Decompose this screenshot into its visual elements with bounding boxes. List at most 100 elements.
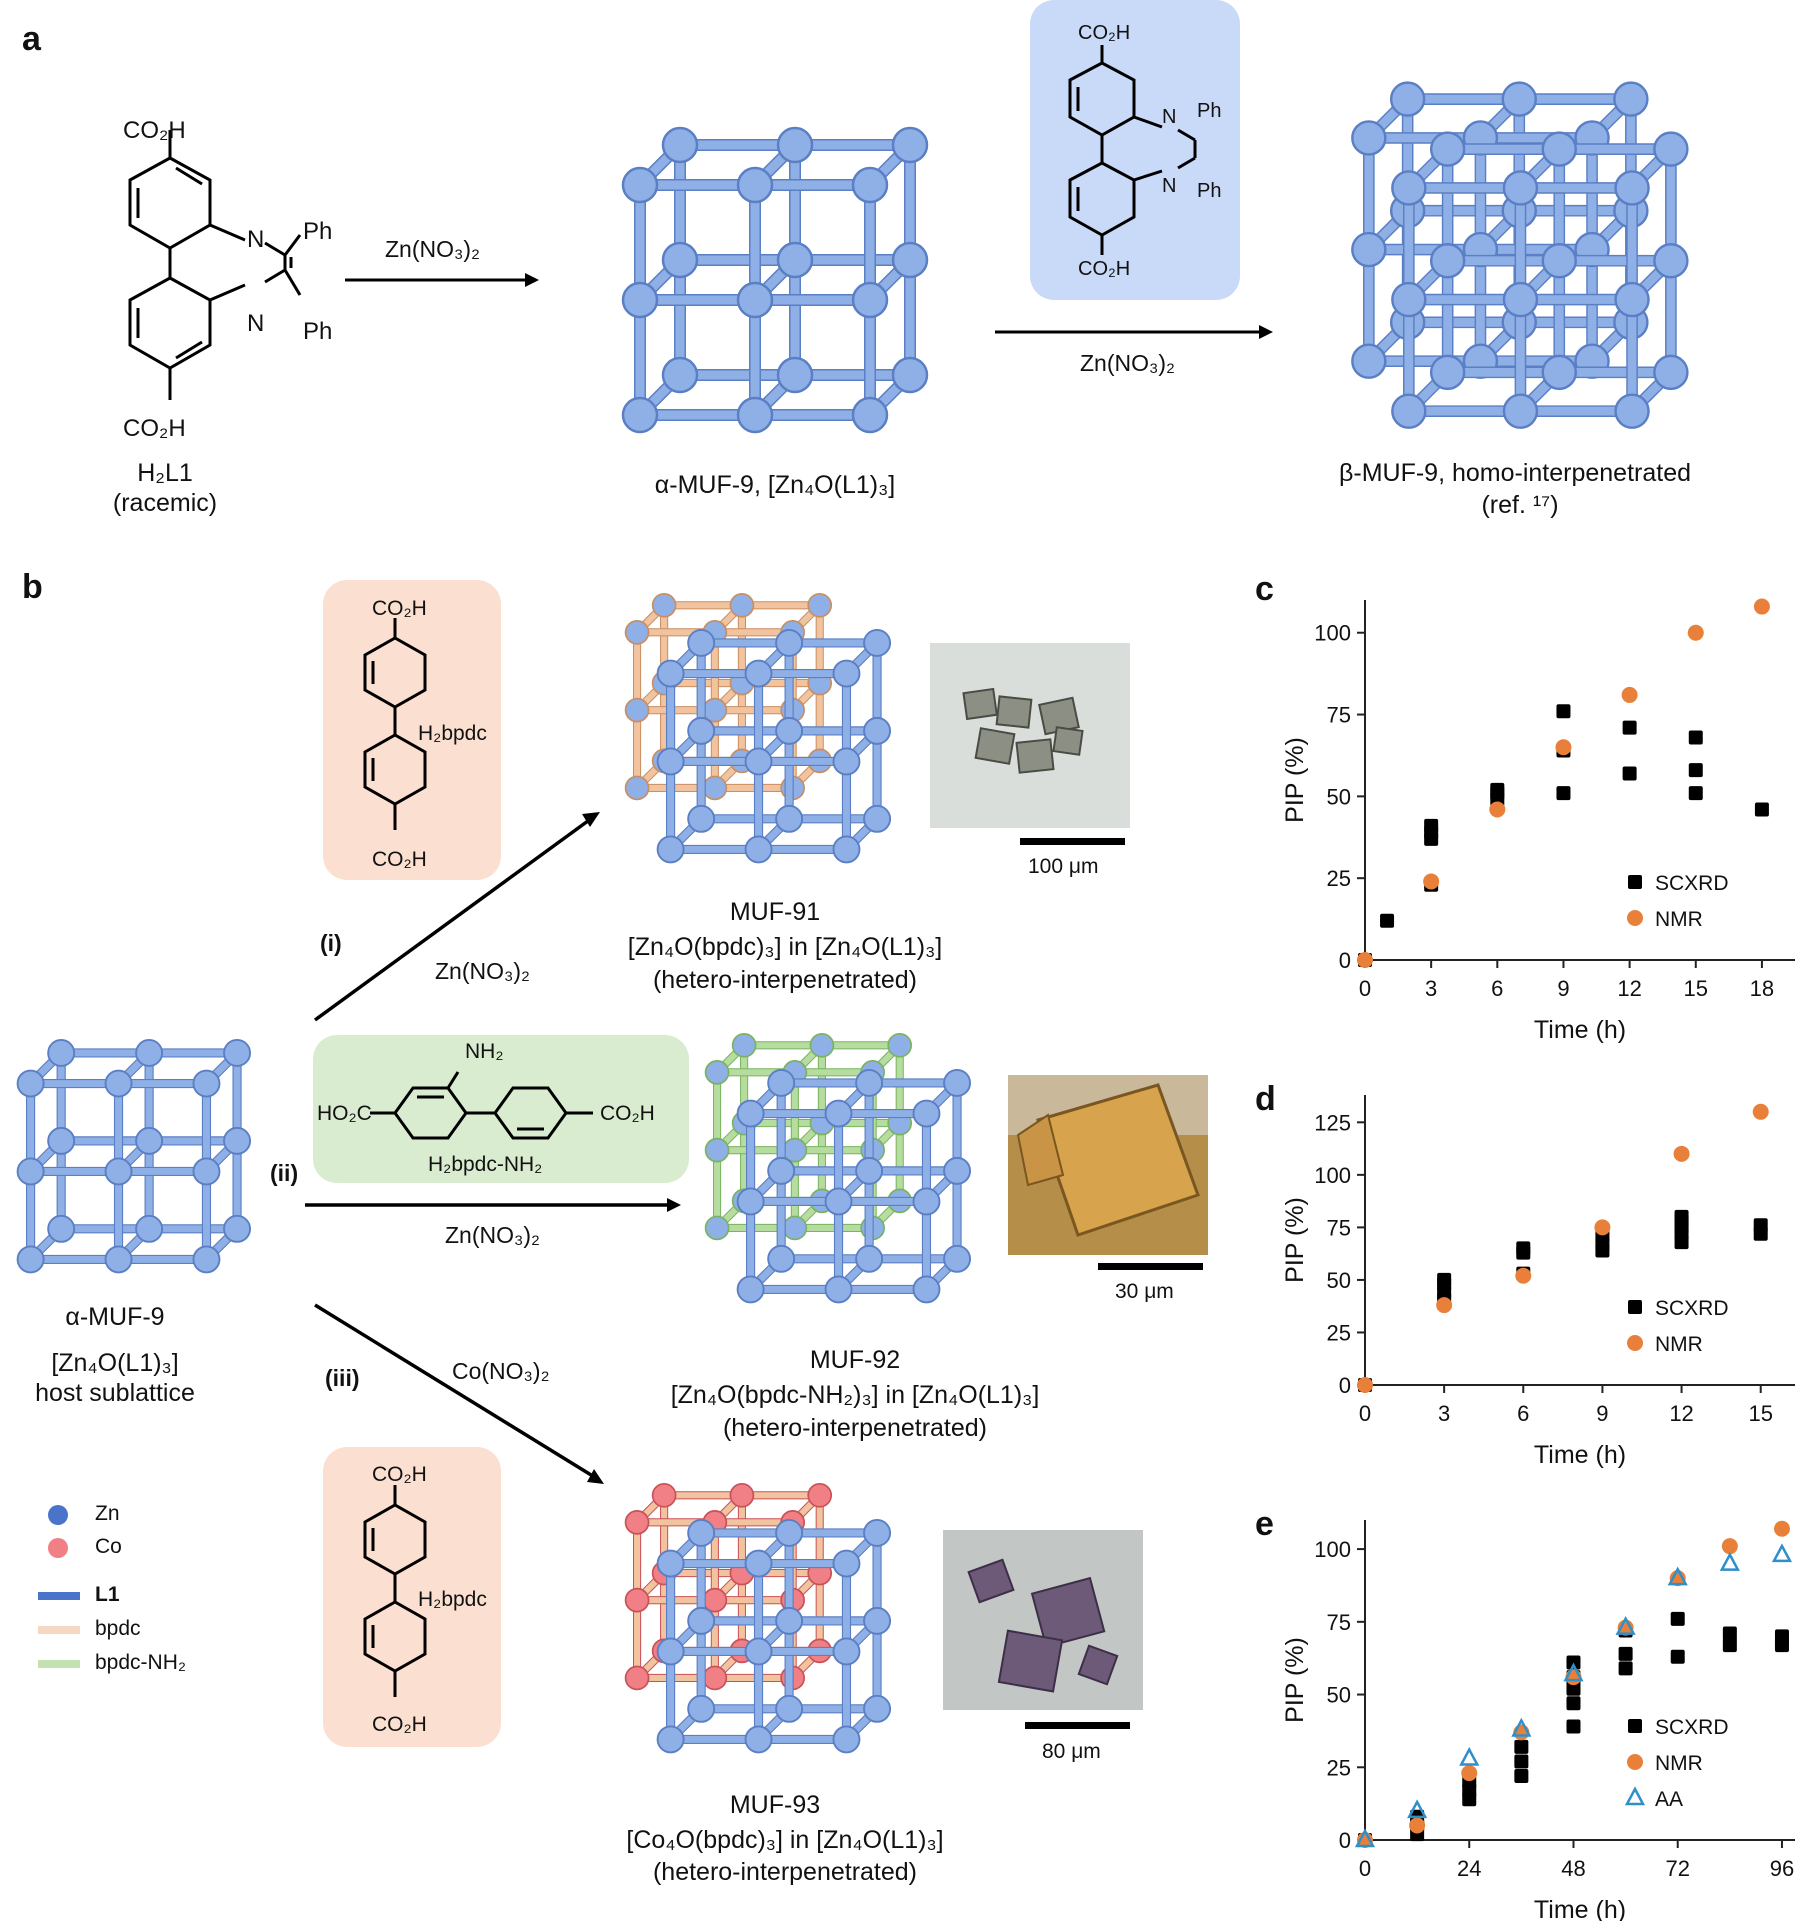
chart-d-legend-label-nmr: NMR <box>1655 1333 1703 1356</box>
chart-d-point-nmr <box>1357 1377 1373 1393</box>
muf91-framework-bpdc-node <box>624 775 650 801</box>
chart-d-point-nmr <box>1673 1145 1690 1162</box>
chart-d-point-nmr <box>1594 1219 1611 1236</box>
muf91-crystal-photo <box>930 643 1130 828</box>
muf93-framework-co-bpdc-node <box>807 1482 833 1508</box>
muf92-framework-l1-node <box>855 1068 884 1097</box>
muf92-framework-l1-node <box>824 1187 853 1216</box>
host-framework-node <box>16 1157 45 1186</box>
muf93-framework-l1-node <box>744 1725 773 1754</box>
chart-e-point-aa <box>1719 1551 1740 1571</box>
alpha-muf9-framework-node <box>851 281 889 319</box>
panel-letter-c: c <box>1255 570 1274 608</box>
chart-c-point-scxrd <box>1424 818 1439 833</box>
muf92-framework-l1-node <box>912 1275 941 1304</box>
chart-d-point-scxrd <box>1753 1218 1768 1233</box>
chart-c-x-axis-label: Time (h) <box>1534 1016 1626 1044</box>
muf93-framework-l1-node <box>744 1549 773 1578</box>
muf92-crystal-photo <box>1008 1075 1208 1255</box>
panel-letter-a: a <box>22 20 41 58</box>
route-label-ii: (ii) <box>270 1160 299 1186</box>
chart-e-point-scxrd <box>1618 1646 1633 1661</box>
chart-c-x-tick-label: 6 <box>1491 976 1503 1001</box>
legend-l1-marker <box>38 1592 80 1600</box>
h2l1-note: (racemic) <box>112 489 218 517</box>
muf91-framework-bpdc <box>624 592 833 801</box>
bpdc-bottom-label: H₂bpdc <box>418 1588 487 1611</box>
muf93-framework-l1-node <box>687 1518 716 1547</box>
chart-e-x-tick-label: 0 <box>1359 1856 1371 1881</box>
h2l1-co2h-top: CO₂H <box>123 117 186 144</box>
beta-muf9-framework-back-node <box>1351 120 1387 156</box>
beta-muf9-framework-back-node <box>1351 231 1387 268</box>
muf93-framework-l1-node <box>656 1549 685 1578</box>
chart-c-y-axis-label: PIP (%) <box>1281 737 1309 823</box>
l1-ph-top: Ph <box>1197 100 1222 122</box>
chart-d-y-tick-label: 100 <box>1314 1163 1351 1188</box>
legend-l1-label: L1 <box>95 1583 120 1606</box>
alpha-muf9-label: α-MUF-9, [Zn₄O(L1)₃] <box>654 471 896 499</box>
muf92-framework-bpdc-nh2-node <box>704 1215 730 1241</box>
h2l1-co2h-bottom: CO₂H <box>123 415 186 442</box>
chart-c-point-scxrd <box>1622 720 1637 735</box>
chart-c-point-nmr <box>1555 739 1572 756</box>
muf91-framework-l1-node <box>863 628 892 657</box>
muf92-framework-bpdc-nh2-node <box>704 1060 730 1085</box>
reaction-arrow-a2 <box>995 325 1273 339</box>
bpdc-structure-top <box>363 618 427 830</box>
beta-muf9-framework-front-node <box>1502 170 1539 206</box>
muf92-framework-l1-node <box>767 1244 796 1273</box>
muf91-framework-bpdc-node <box>624 620 650 645</box>
l1-ph-bottom: Ph <box>1197 180 1222 202</box>
bpdc-top-co2h-1: CO₂H <box>372 597 427 620</box>
legend-bpdc-nh2-label: bpdc-NH₂ <box>95 1651 187 1674</box>
muf93-crystal-photo <box>943 1530 1143 1710</box>
chart-d-legend-marker-nmr <box>1627 1335 1643 1351</box>
chart-e-point-aa <box>1407 1799 1428 1819</box>
chart-c-point-nmr <box>1621 686 1638 703</box>
bpdc-bottom-co2h-2: CO₂H <box>372 1713 427 1736</box>
muf93-framework-co-bpdc-node <box>624 1510 650 1535</box>
alpha-muf9-framework-node <box>661 241 699 279</box>
bpdc-nh2-co2h: CO₂H <box>600 1102 655 1125</box>
muf93-framework-l1-node <box>832 1725 861 1754</box>
chart-e-point-aa <box>1459 1746 1480 1766</box>
beta-muf9-framework-front <box>1391 131 1689 429</box>
host-framework-node <box>104 1245 133 1274</box>
beta-muf9-framework-front-node <box>1614 170 1650 206</box>
bpdc-nh2-box <box>313 1035 689 1183</box>
chart-e-point-aa <box>1354 1828 1376 1848</box>
host-framework-node <box>47 1214 76 1243</box>
alpha-muf9-framework-node <box>776 241 814 279</box>
beta-muf9-framework-front-node <box>1391 393 1427 429</box>
chart-c-point-scxrd <box>1622 766 1637 781</box>
chart-c-y-tick-label: 100 <box>1314 621 1351 646</box>
host-framework <box>16 1038 252 1274</box>
route-arrow-iii <box>314 1303 604 1484</box>
host-framework-node <box>223 1126 252 1155</box>
muf91-framework-l1-node <box>687 716 716 745</box>
beta-muf9-framework-front-node <box>1653 243 1689 279</box>
chart-e-y-axis-label: PIP (%) <box>1281 1637 1309 1723</box>
chart-d-y-tick-label: 25 <box>1327 1320 1351 1345</box>
chart-d-legend-marker-scxrd <box>1628 1300 1642 1314</box>
muf92-framework-l1-node <box>943 1244 972 1273</box>
legend-zn-label: Zn <box>95 1502 120 1525</box>
host-formula: [Zn₄O(L1)₃] <box>51 1349 179 1377</box>
alpha-muf9-framework-node <box>736 396 774 434</box>
chart-e-point-aa <box>1667 1566 1688 1586</box>
chart-c-point-scxrd <box>1754 802 1769 817</box>
muf91-framework-bpdc-node <box>807 592 833 618</box>
muf91-framework-l1-node <box>656 659 685 688</box>
chart-d-x-tick-label: 12 <box>1669 1401 1693 1426</box>
muf91-framework-l1 <box>656 628 892 864</box>
bpdc-top-label: H₂bpdc <box>418 722 487 745</box>
muf91-framework-l1-node <box>744 835 773 864</box>
chart-c-y-tick-label: 75 <box>1327 703 1351 728</box>
h2l1-structure <box>128 130 302 400</box>
muf93-framework-l1-node <box>656 1637 685 1666</box>
muf92-framework-l1-node <box>736 1275 765 1304</box>
reagent-a2: Zn(NO₃)₂ <box>1080 350 1175 376</box>
chart-c-point-scxrd <box>1490 782 1505 797</box>
